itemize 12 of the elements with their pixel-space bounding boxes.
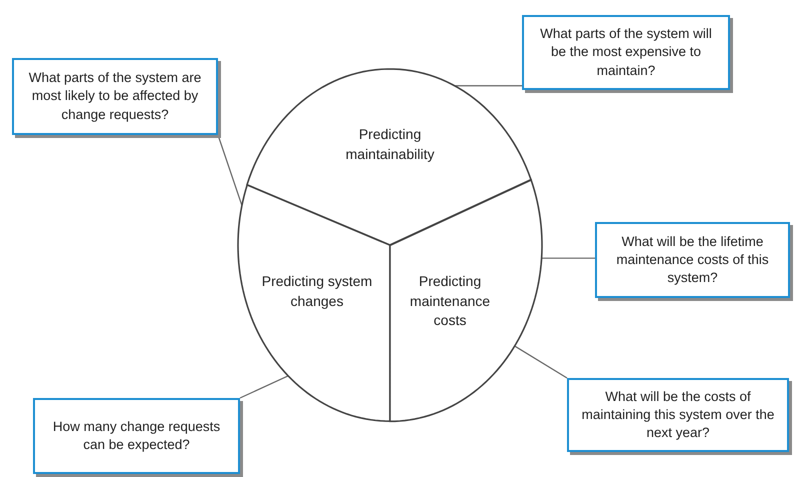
question-box: What parts of the system are most likely to be affected by change requests? <box>12 58 218 135</box>
leader-line <box>240 375 289 399</box>
question-box: What will be the costs of maintaining this system over the next year? <box>567 378 789 452</box>
leader-line <box>542 258 595 259</box>
sector-label: Predicting maintenance costs <box>408 272 492 330</box>
leader-line <box>454 85 522 86</box>
question-box: What will be the lifetime maintenance costs of this system? <box>595 222 790 298</box>
sector-label: Predicting maintainability <box>344 124 436 164</box>
sector-label: Predicting system changes <box>260 272 374 311</box>
question-box: How many change requests can be expected? <box>33 398 240 474</box>
leader-line <box>514 345 568 379</box>
question-box: What parts of the system will be the most expensive to maintain? <box>522 15 730 90</box>
